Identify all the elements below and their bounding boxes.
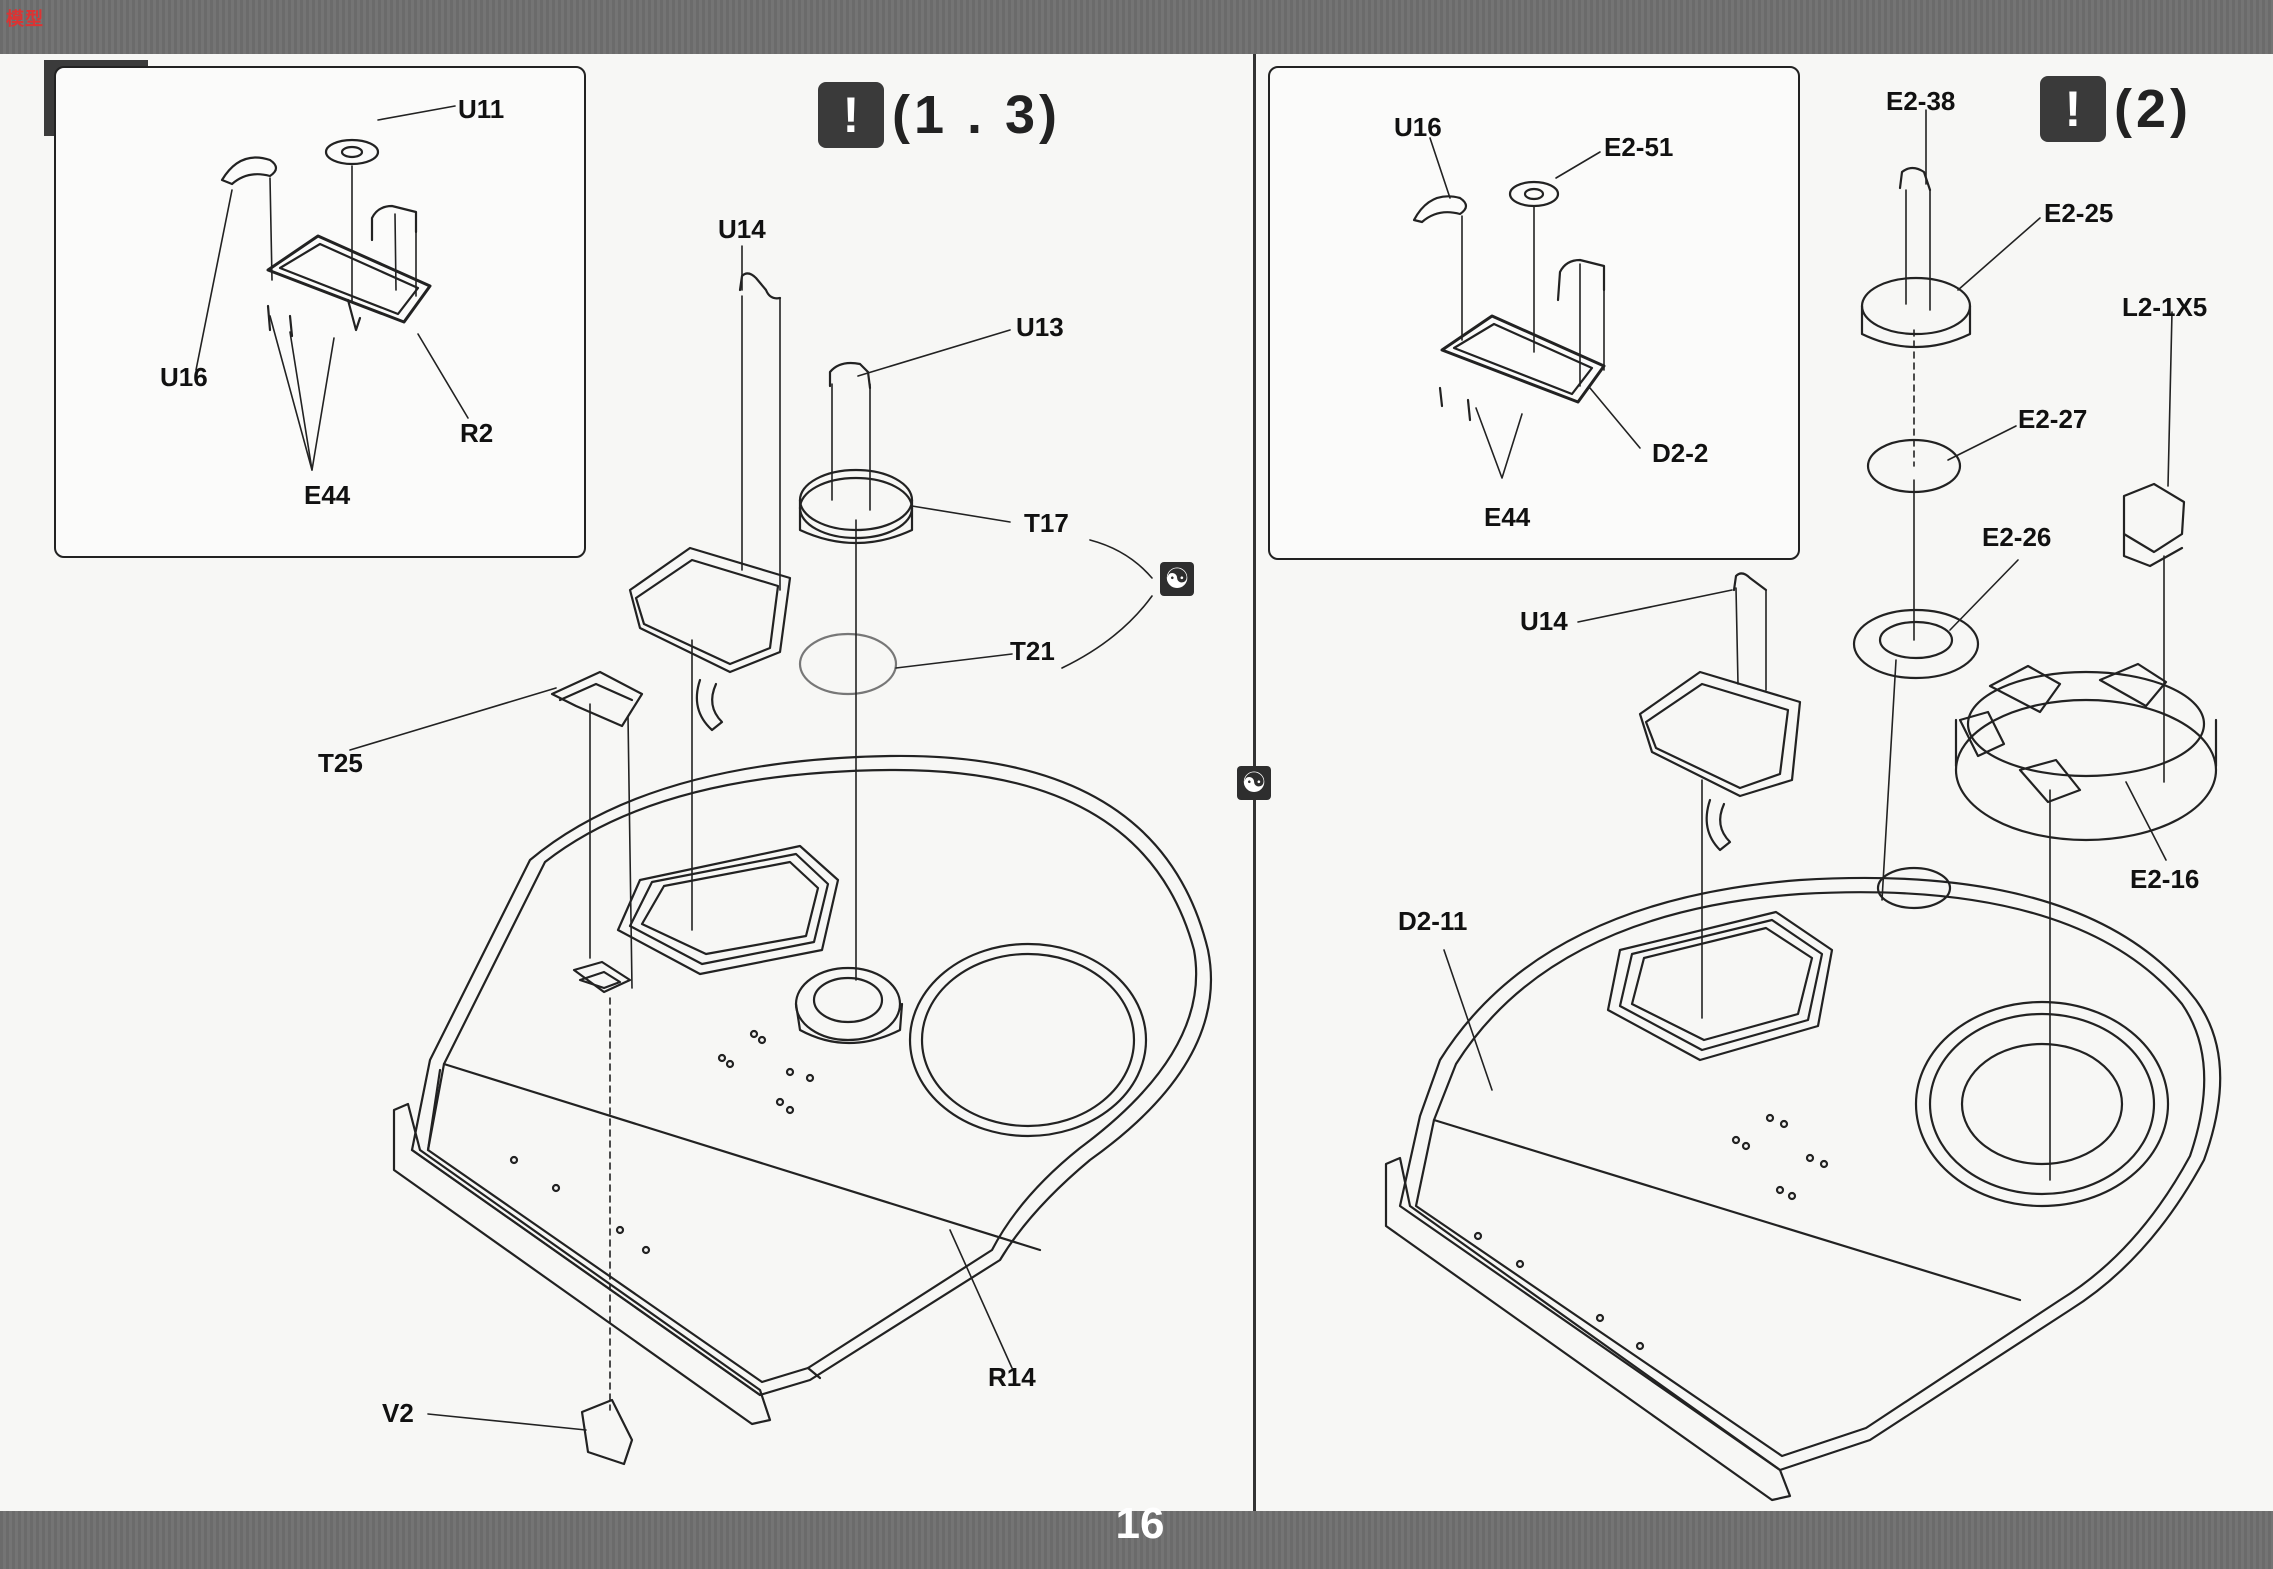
part-label-V2: V2: [382, 1398, 414, 1428]
part-label-E2-25: E2-25: [2044, 198, 2114, 228]
publisher-logo: 模型: [6, 9, 44, 29]
part-label-R14: R14: [988, 1362, 1036, 1392]
part-label-E2-38: E2-38: [1886, 86, 1956, 116]
right-exploded-parts: [1638, 166, 2218, 852]
part-label-E44: E44: [1484, 502, 1531, 532]
top-border-band: [0, 0, 2273, 54]
left-note-text: (1 . 3): [892, 85, 1062, 145]
part-label-D2-11: D2-11: [1398, 906, 1468, 936]
part-label-E2-16: E2-16: [2130, 864, 2200, 894]
left-inset-frame: [54, 66, 586, 558]
page-number: 16: [1115, 1499, 1165, 1548]
right-inset-parts: [1412, 180, 1606, 422]
part-label-U16: U16: [160, 362, 208, 392]
exclamation-icon: !: [2040, 76, 2106, 142]
right-note-text: (2): [2114, 79, 2192, 139]
part-label-T17: T17: [1024, 508, 1069, 538]
left-inset-parts: [220, 138, 432, 338]
part-label-D2-2: D2-2: [1652, 438, 1709, 468]
part-label-U14: U14: [1520, 606, 1568, 636]
part-label-E2-26: E2-26: [1982, 522, 2052, 552]
part-label-E2-51: E2-51: [1604, 132, 1674, 162]
part-label-R2: R2: [460, 418, 494, 448]
part-label-U16: U16: [1394, 112, 1442, 142]
part-label-T21: T21: [1010, 636, 1055, 666]
right-inset-leader-lines: [1429, 137, 1641, 479]
left-inset-leader-lines: [195, 105, 469, 471]
right-hull-deck: [1384, 866, 2222, 1502]
yin-yang-icon: ☯: [1160, 562, 1194, 596]
bottom-border-band: [0, 1511, 2273, 1569]
part-label-U14: U14: [718, 214, 766, 244]
exclamation-icon: !: [818, 82, 884, 148]
part-label-L2-1X5: L2-1X5: [2122, 292, 2208, 322]
part-label-U11: U11: [458, 94, 505, 124]
part-label-E2-27: E2-27: [2018, 404, 2088, 434]
yin-yang-icon: ☯: [1237, 766, 1271, 800]
right-exploded-leaders: [1443, 109, 2173, 1181]
left-hull-deck: [392, 754, 1213, 1426]
part-label-T25: T25: [318, 748, 363, 778]
left-note-badge: ! (1 . 3): [818, 82, 1061, 148]
left-exploded-leaders: [349, 245, 1153, 1431]
right-note-badge: ! (2): [2040, 76, 2192, 142]
part-label-U13: U13: [1016, 312, 1064, 342]
part-label-E44: E44: [304, 480, 351, 510]
